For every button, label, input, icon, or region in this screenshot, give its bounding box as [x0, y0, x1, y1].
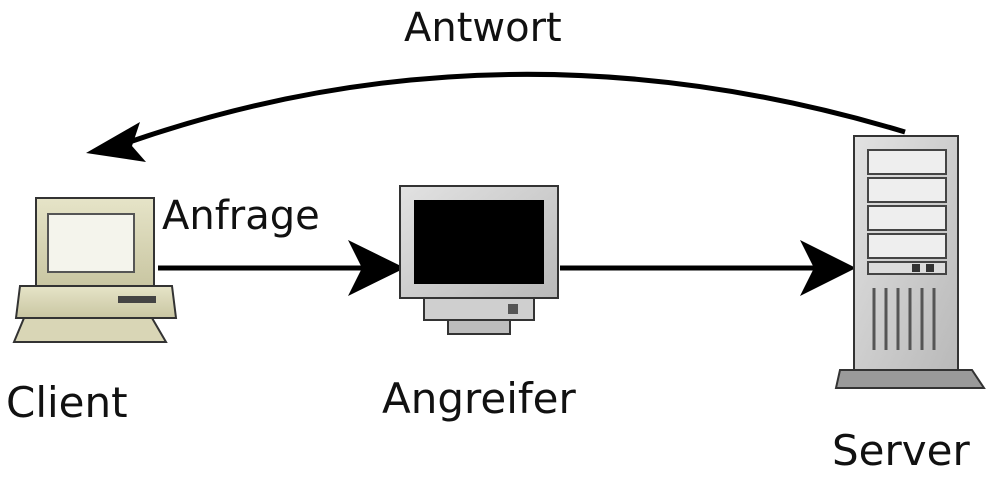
response-arrow — [86, 71, 906, 162]
client-computer-icon — [12, 197, 178, 343]
response-label: Antwort — [404, 5, 562, 51]
server-tower-icon — [834, 135, 986, 389]
client-label: Client — [6, 378, 128, 427]
request-arrow — [158, 240, 405, 296]
server-label: Server — [832, 426, 970, 475]
request-label: Anfrage — [162, 193, 320, 239]
attacker-label: Angreifer — [382, 374, 576, 423]
attacker-monitor-icon — [399, 185, 559, 335]
forward-arrow — [560, 240, 856, 296]
